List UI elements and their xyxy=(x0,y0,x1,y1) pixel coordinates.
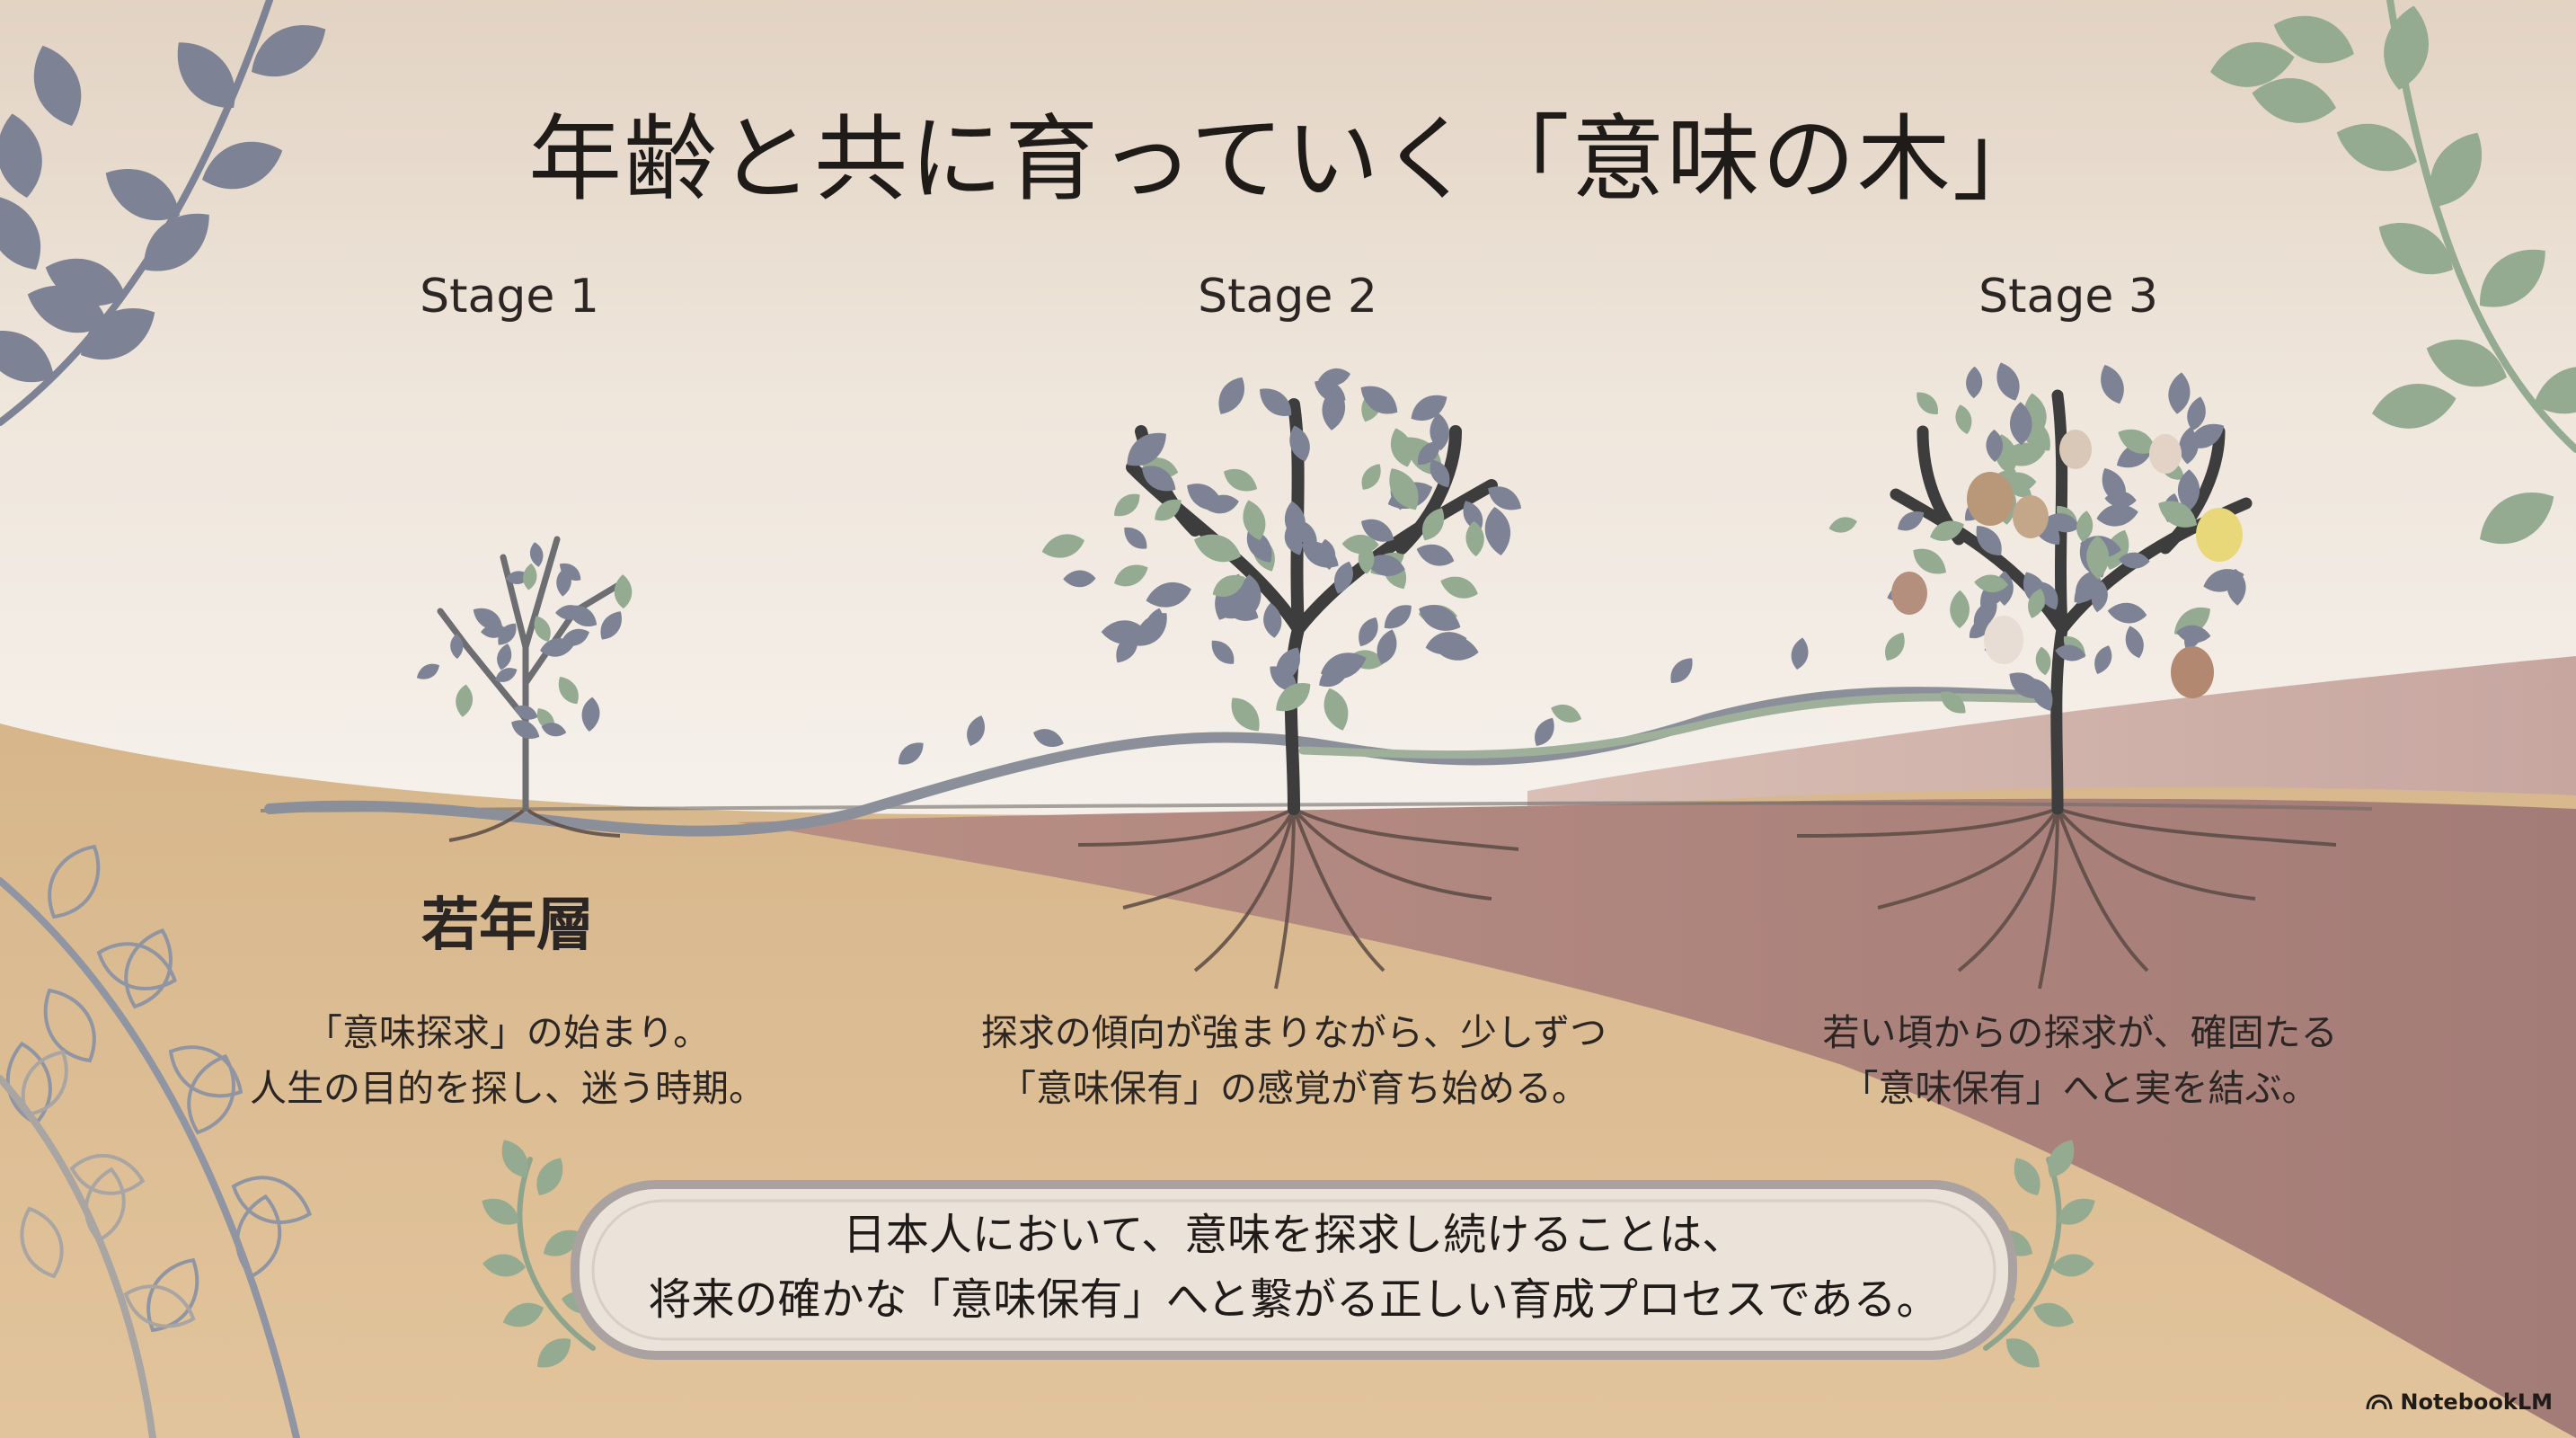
conclusion-banner: 日本人において、意味を探求し続けることは、 将来の確かな「意味保有」へと繋がる正… xyxy=(575,1203,2013,1332)
banner-plaque xyxy=(571,1180,2017,1360)
stage-2-description-line: 「意味保有」の感覚が育ち始める。 xyxy=(999,1067,1589,1110)
stage-1-label: Stage 1 xyxy=(420,270,599,324)
stage-3-description-line: 若い頃からの探求が、確固たる xyxy=(1822,1011,2338,1054)
brand-label: NotebookLM xyxy=(2400,1389,2553,1415)
banner-laurel xyxy=(517,1157,2062,1351)
stage-2-description: 探求の傾向が強まりながら、少しずつ 「意味保有」の感覚が育ち始める。 xyxy=(925,1005,1662,1116)
conclusion-line: 将来の確かな「意味保有」へと繋がる正しい育成プロセスである。 xyxy=(648,1274,1940,1325)
tree-roots xyxy=(448,807,2337,990)
brand-watermark: NotebookLM xyxy=(2366,1389,2553,1415)
conclusion-line: 日本人において、意味を探求し続けることは、 xyxy=(842,1210,1746,1260)
tree-leaves xyxy=(416,362,2246,765)
stage-3-label: Stage 3 xyxy=(1978,270,2158,324)
stage-1-description-line: 人生の目的を探し、迷う時期。 xyxy=(250,1067,766,1110)
stage-2-description-line: 探求の傾向が強まりながら、少しずつ xyxy=(980,1011,1607,1054)
stage-3-description-line: 「意味保有」へと実を結ぶ。 xyxy=(1841,1067,2319,1110)
page-title: 年齢と共に育っていく「意味の木」 xyxy=(528,104,2048,214)
tree-fruits xyxy=(1891,430,2243,698)
notebooklm-logo-icon xyxy=(2366,1394,2393,1410)
stage-1-name: 若年層 xyxy=(421,892,594,959)
stage-1-description-line: 「意味探求」の始まり。 xyxy=(305,1011,711,1054)
stage-2-label: Stage 2 xyxy=(1198,270,1377,324)
winding-vine xyxy=(264,687,2054,837)
stage-3-description: 若い頃からの探求が、確固たる 「意味保有」へと実を結ぶ。 xyxy=(1712,1005,2448,1116)
stage-1-description: 「意味探求」の始まり。 人生の目的を探し、迷う時期。 xyxy=(139,1005,876,1116)
ground-mauve xyxy=(737,798,2576,1438)
